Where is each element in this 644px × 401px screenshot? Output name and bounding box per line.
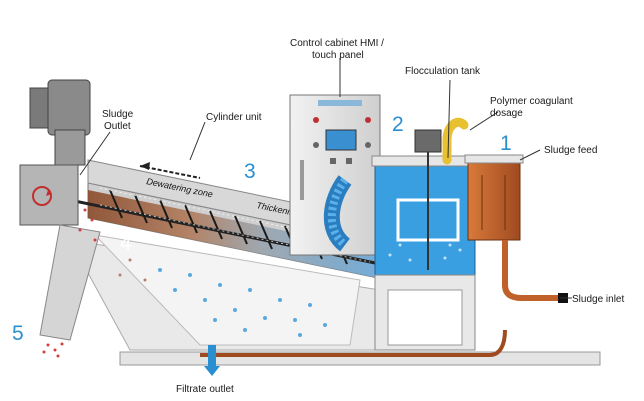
callout-number-5: 5 (12, 322, 24, 345)
callout-number-3: 3 (244, 160, 256, 183)
polymer-label-line1: Polymer coagulant (490, 96, 573, 107)
sludge-outlet-chute (39, 208, 101, 358)
control-cabinet-label-line1: Control cabinet HMI / (290, 38, 384, 49)
callout-number-1: 1 (500, 132, 512, 155)
return-pipe (200, 329, 507, 357)
filtrate-outlet-label: Filtrate outlet (176, 384, 234, 395)
feed-hose (323, 175, 352, 252)
filtrate-outlet-arrow (204, 345, 220, 376)
callout-number-4: 4 (120, 232, 132, 255)
sludge-outlet-label-line2: Outlet (104, 121, 131, 132)
polymer-dosing-hose (442, 117, 469, 165)
sludge-inlet-pipe (502, 240, 560, 301)
filtrate-tray (93, 234, 361, 346)
leader-lines (79, 58, 572, 299)
sludge-feed-label: Sludge feed (544, 145, 597, 156)
drive-motor (19, 79, 91, 226)
sludge-outlet-label-line1: Sludge (102, 109, 134, 120)
flocculation-tank (371, 129, 479, 351)
callout-number-2: 2 (392, 113, 404, 136)
cylinder-unit-label: Cylinder unit (206, 112, 262, 123)
flocculation-tank-label: Flocculation tank (405, 66, 481, 77)
polymer-label-line2: dosage (490, 108, 523, 119)
sludge-inlet-label: Sludge inlet (572, 294, 624, 305)
sludge-feed-box (464, 154, 524, 241)
control-cabinet-label-line2: touch panel (312, 50, 364, 61)
